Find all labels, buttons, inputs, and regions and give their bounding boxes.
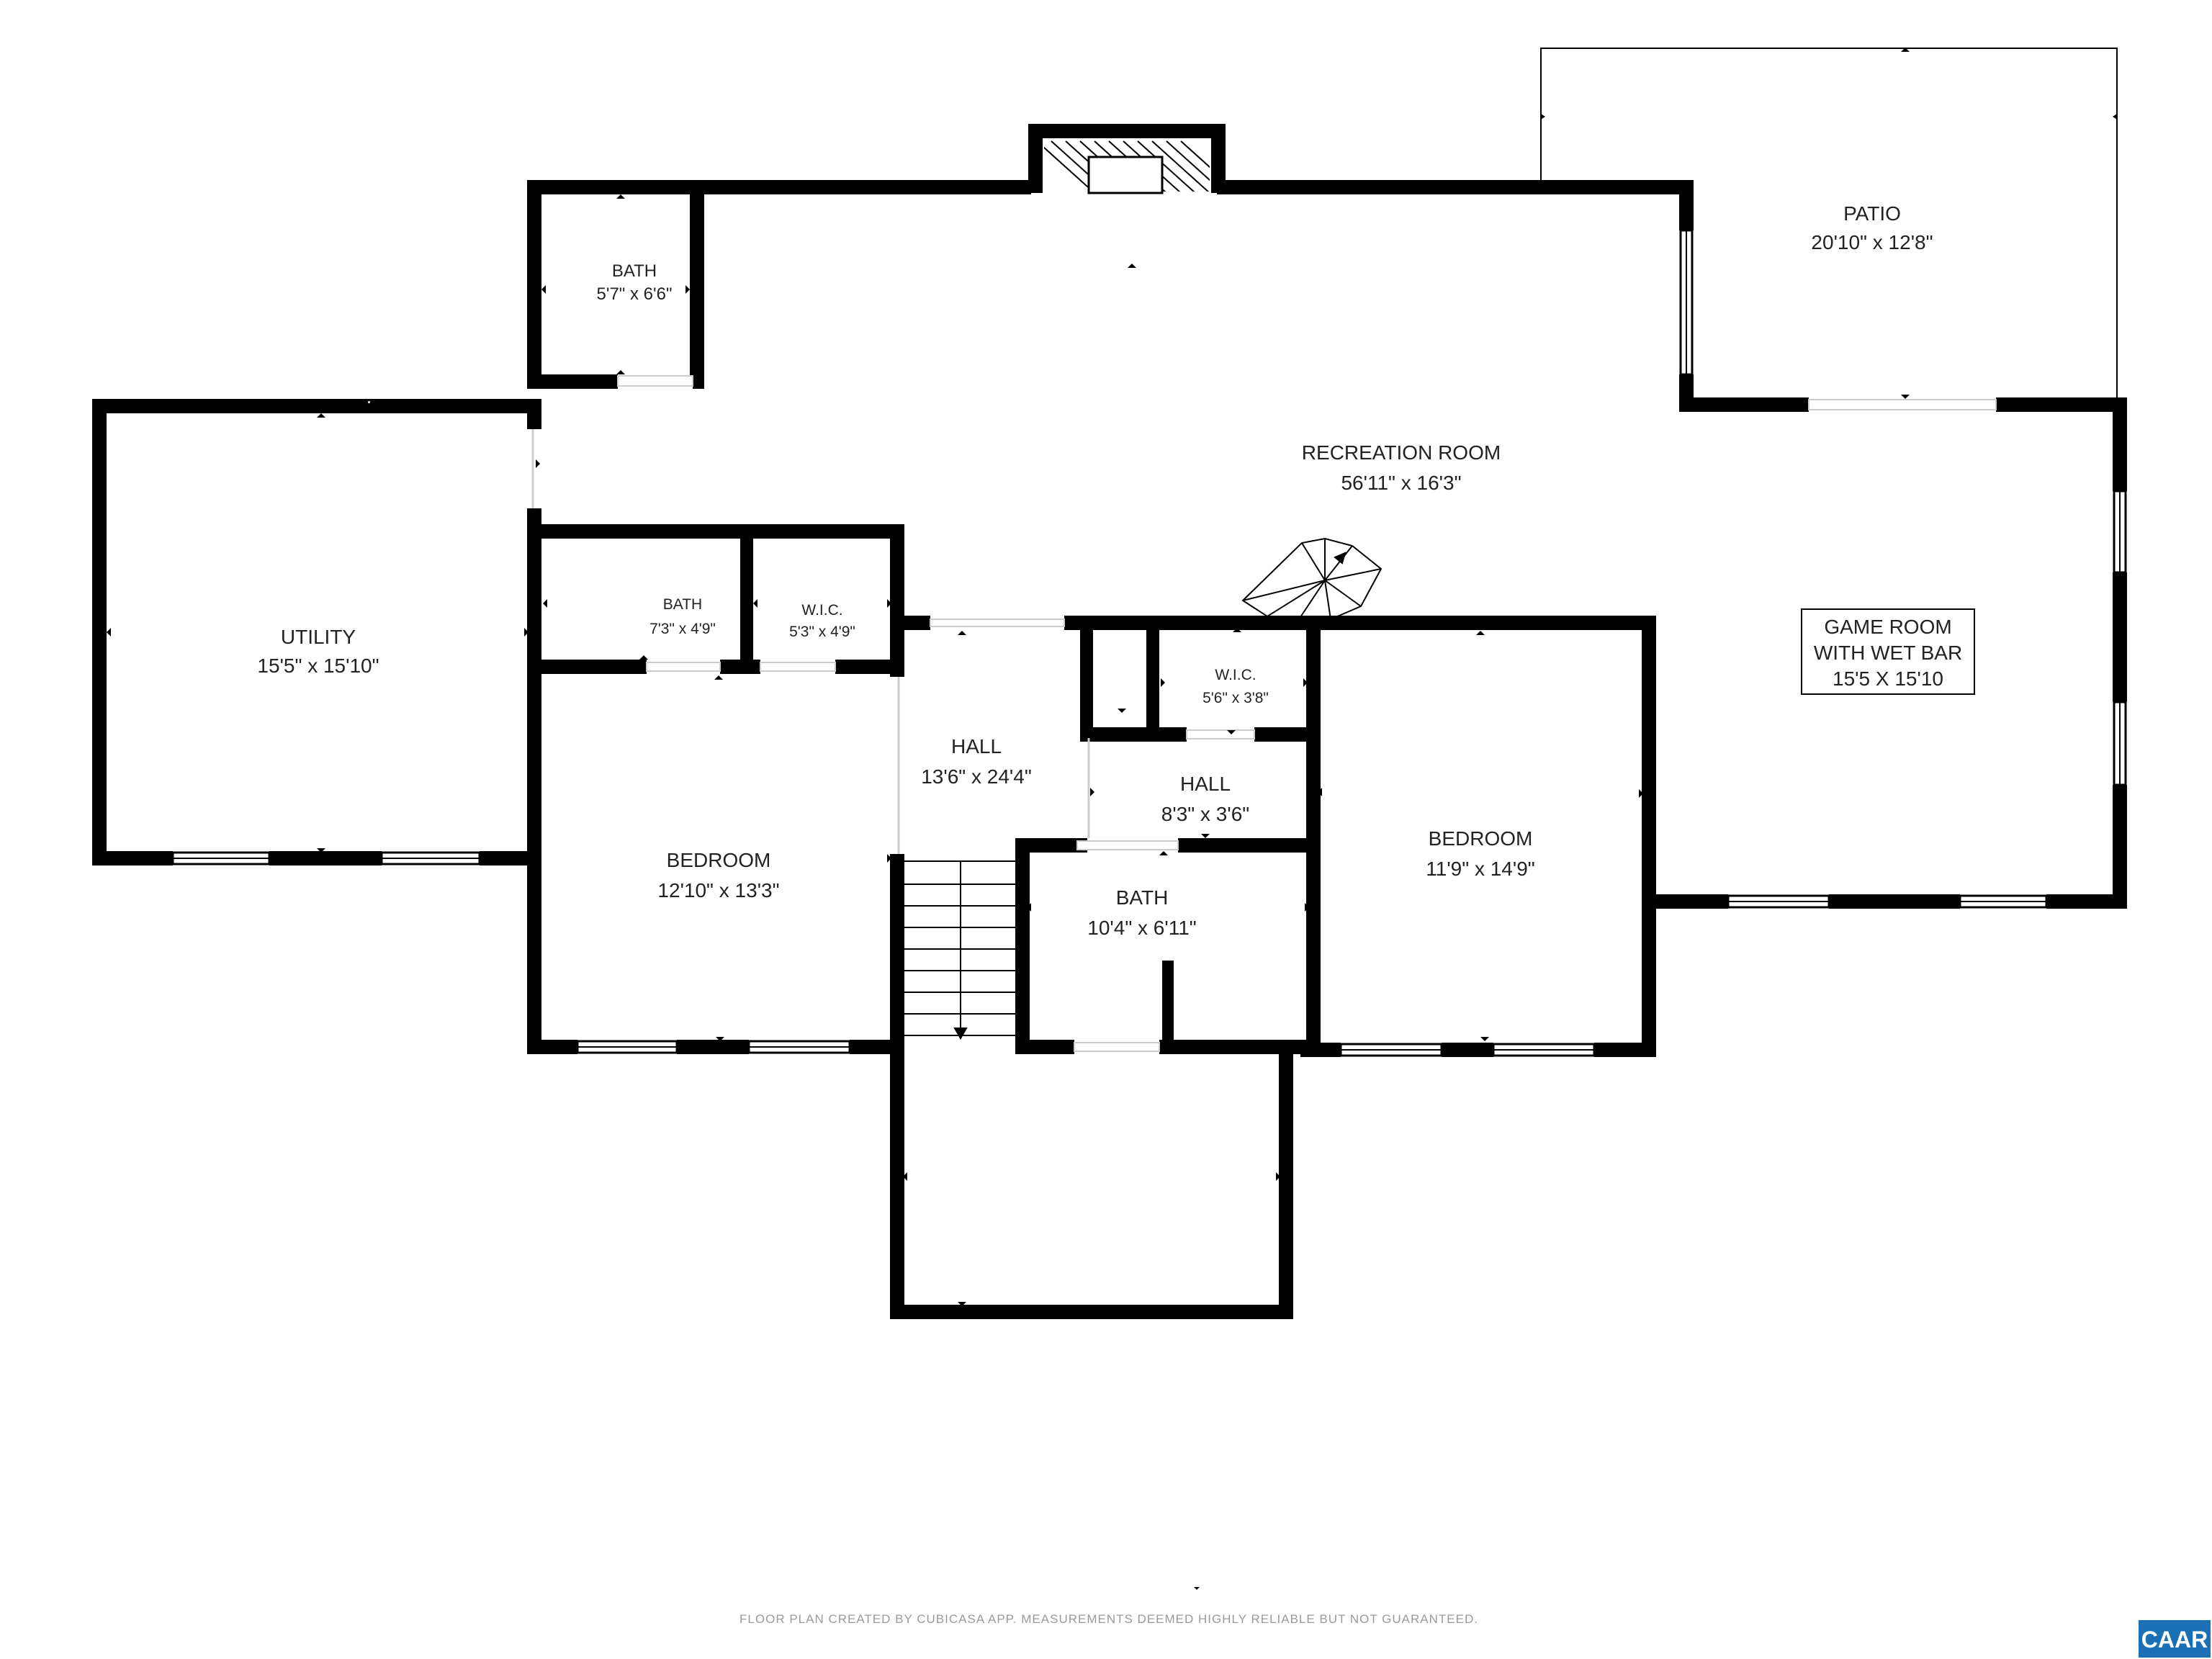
room-label-recreation-room: RECREATION ROOM 56'11" x 16'3" xyxy=(1302,441,1501,494)
room-name: PATIO xyxy=(1843,202,1901,225)
windows xyxy=(171,229,2127,1057)
room-name: W.I.C. xyxy=(801,602,842,619)
caar-logo-text: CAAR xyxy=(2141,1627,2208,1653)
room-dims: 5'6" x 3'8" xyxy=(1202,690,1269,706)
room-dims: 15'5" x 15'10" xyxy=(257,655,379,677)
room-label-hall-main: HALL 13'6" x 24'4" xyxy=(921,735,1032,788)
room-dims: 5'7" x 6'6" xyxy=(597,284,673,304)
room-label-patio: PATIO 20'10" x 12'8" xyxy=(1811,202,1933,253)
fireplace xyxy=(1043,138,1211,194)
room-name: W.I.C. xyxy=(1215,667,1256,683)
room-dims: 8'3" x 3'6" xyxy=(1161,803,1249,825)
room-dims: 13'6" x 24'4" xyxy=(921,765,1032,788)
room-dims: 7'3" x 4'9" xyxy=(649,621,716,637)
room-label-bedroom-left: BEDROOM 12'10" x 13'3" xyxy=(657,849,779,902)
game-room-label: GAME ROOM WITH WET BAR 15'5 X 15'10 xyxy=(1801,608,1975,695)
staircase xyxy=(904,860,1015,1040)
room-name: BEDROOM xyxy=(1429,827,1533,850)
room-label-wic-left: W.I.C. 5'3" x 4'9" xyxy=(789,602,855,640)
room-label-utility: UTILITY 15'5" x 15'10" xyxy=(257,626,379,677)
room-dims: 11'9" x 14'9" xyxy=(1426,858,1534,880)
room-dims: 20'10" x 12'8" xyxy=(1811,231,1933,253)
room-name: BATH xyxy=(1116,886,1169,909)
spiral-staircase xyxy=(1241,537,1382,625)
game-room-line3: 15'5 X 15'10 xyxy=(1833,667,1943,690)
caar-logo: CAAR xyxy=(2139,1620,2211,1658)
room-label-hall-small: HALL 8'3" x 3'6" xyxy=(1161,773,1249,825)
patio-outline xyxy=(1540,48,2118,400)
room-dims: 5'3" x 4'9" xyxy=(789,624,855,640)
room-name: HALL xyxy=(1180,773,1231,795)
room-label-bath-upper: BATH 5'7" x 6'6" xyxy=(597,261,673,304)
game-room-line1: GAME ROOM xyxy=(1824,616,1951,638)
room-dims: 12'10" x 13'3" xyxy=(657,879,779,902)
room-dims: 10'4" x 6'11" xyxy=(1087,917,1196,939)
room-name: RECREATION ROOM xyxy=(1302,441,1501,464)
room-name: BEDROOM xyxy=(667,849,771,871)
room-label-wic-right: W.I.C. 5'6" x 3'8" xyxy=(1202,667,1269,706)
room-dims: 56'11" x 16'3" xyxy=(1341,472,1461,494)
game-room-line2: WITH WET BAR xyxy=(1814,642,1962,664)
walls xyxy=(92,124,2127,1319)
dimension-markers xyxy=(107,48,2117,1590)
room-name: UTILITY xyxy=(281,626,356,648)
door-openings xyxy=(368,375,1997,1052)
room-name: HALL xyxy=(951,735,1002,757)
room-label-bath-small: BATH 7'3" x 4'9" xyxy=(649,596,716,637)
room-label-bath-center: BATH 10'4" x 6'11" xyxy=(1087,886,1196,939)
footer-disclaimer: FLOOR PLAN CREATED BY CUBICASA APP. MEAS… xyxy=(739,1612,1478,1626)
room-label-bedroom-right: BEDROOM 11'9" x 14'9" xyxy=(1426,827,1534,880)
room-name: BATH xyxy=(663,596,702,613)
room-name: BATH xyxy=(612,261,657,281)
